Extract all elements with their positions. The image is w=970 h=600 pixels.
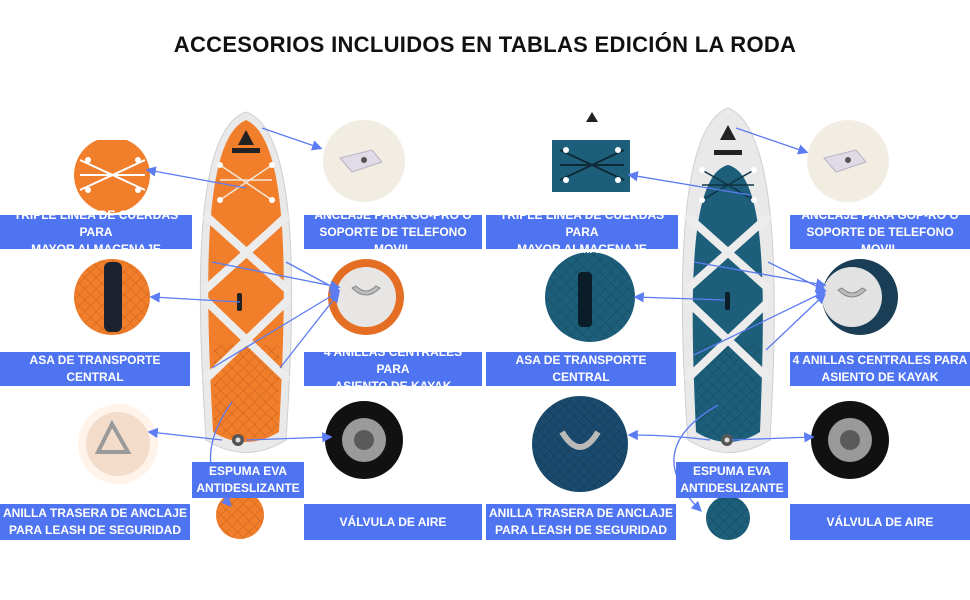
label-rear-left: ANILLA TRASERA DE ANCLAJE PARA LEASH DE … xyxy=(0,504,190,540)
thumb-valve-teal xyxy=(811,401,889,479)
label-gopro-left: ANCLAJE PARA GO-PRO O SOPORTE DE TELEFON… xyxy=(304,208,482,256)
label-rings-right: 4 ANILLAS CENTRALES PARA ASIENTO DE KAYA… xyxy=(790,352,970,386)
page-title: ACCESORIOS INCLUIDOS EN TABLAS EDICIÓN L… xyxy=(173,32,797,57)
label-cords-left: TRIPLE LINEA DE CUERDAS PARA MAYOR ALMAC… xyxy=(0,208,192,256)
label-rings-left: 4 ANILLAS CENTRALES PARA ASIENTO DE KAYA… xyxy=(304,345,482,393)
thumb-gopro-teal xyxy=(807,120,889,202)
thumb-rear-ring-teal xyxy=(532,396,628,492)
label-eva-right: ESPUMA EVA ANTIDESLIZANTE xyxy=(676,462,788,498)
label-handle-left: ASA DE TRANSPORTE CENTRAL xyxy=(0,352,190,386)
label-gopro-right: ANCLAJE PARA GOP-RO O SOPORTE DE TELEFON… xyxy=(790,208,970,256)
thumb-handle-teal xyxy=(545,252,635,342)
thumb-cords-orange xyxy=(74,132,150,213)
thumb-eva-orange xyxy=(216,491,264,539)
thumb-cords-teal xyxy=(552,112,630,192)
thumb-rear-ring-orange xyxy=(78,404,158,484)
thumb-ring-orange xyxy=(328,259,404,335)
teal-board xyxy=(681,107,775,453)
thumb-eva-teal xyxy=(706,496,750,540)
label-cords-right: TRIPLE LINEA DE CUERDAS PARA MAYOR ALMAC… xyxy=(486,208,678,256)
label-eva-left: ESPUMA EVA ANTIDESLIZANTE xyxy=(192,462,304,498)
label-rear-right: ANILLA TRASERA DE ANCLAJE PARA LEASH DE … xyxy=(486,504,676,540)
thumb-handle-orange xyxy=(74,259,150,335)
thumb-ring-teal xyxy=(822,259,898,335)
label-handle-right: ASA DE TRANSPORTE CENTRAL xyxy=(486,352,676,386)
label-valve-left: VÁLVULA DE AIRE xyxy=(304,504,482,540)
thumb-gopro-orange xyxy=(323,120,405,202)
orange-board xyxy=(199,111,293,453)
thumb-valve-orange xyxy=(325,401,403,479)
label-valve-right: VÁLVULA DE AIRE xyxy=(790,504,970,540)
